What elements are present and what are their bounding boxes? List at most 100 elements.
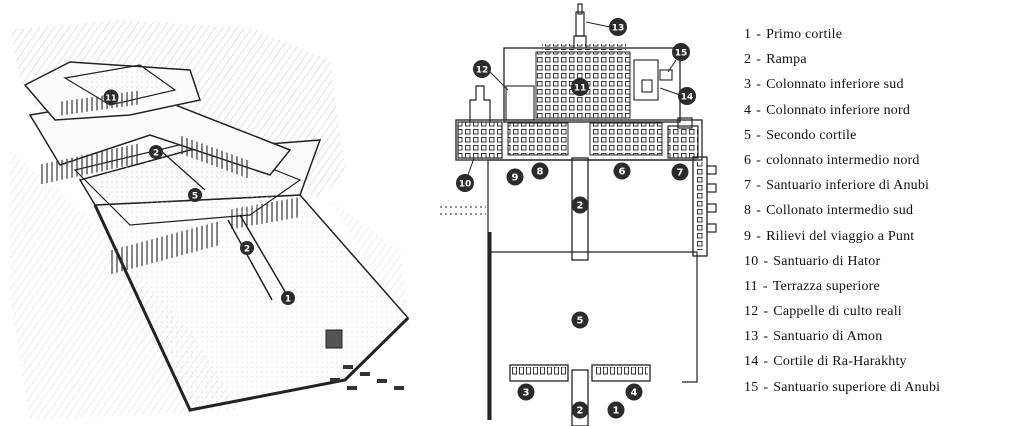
legend-number: 11 <box>744 278 758 294</box>
plan-badge-10: 10 <box>456 174 474 192</box>
plan-badge-4: 4 <box>625 383 643 401</box>
legend-separator: - <box>756 127 762 143</box>
legend-number: 3 <box>744 77 752 93</box>
first-court-wall <box>93 204 410 412</box>
plan-badge-7-label: 7 <box>677 168 684 179</box>
royal-chapels <box>505 85 535 121</box>
persp-badge-11: 11 <box>103 89 119 105</box>
hathor-shrine-plan <box>457 121 503 159</box>
legend-separator: - <box>763 304 769 320</box>
perspective-view: 1 2 2 5 11 <box>10 20 410 420</box>
legend-separator: - <box>756 203 762 219</box>
persp-badge-5-label: 5 <box>192 192 198 202</box>
middle-colonnade-right <box>180 135 250 179</box>
plan-badge-9: 9 <box>506 168 524 186</box>
plan-badge-12-label: 12 <box>476 66 489 76</box>
lower-colonnade-left <box>110 221 220 275</box>
plan-badge-9-label: 9 <box>512 173 519 184</box>
plan-badge-1-label: 1 <box>613 406 620 417</box>
plan-badge-15-label: 15 <box>675 49 688 59</box>
legend-separator: - <box>756 77 762 93</box>
plan-badge-12: 12 <box>473 60 491 78</box>
legend-number: 14 <box>744 354 759 370</box>
legend-number: 7 <box>744 178 752 194</box>
leader-10 <box>467 157 475 176</box>
plan-badge-14: 14 <box>678 87 696 105</box>
persp-badge-1-label: 1 <box>285 295 291 305</box>
legend-number: 1 <box>744 27 752 42</box>
upper-court <box>63 64 177 106</box>
legend-number: 10 <box>744 253 759 269</box>
ra-court <box>633 59 659 101</box>
plan-badge-11-label: 11 <box>574 84 587 94</box>
plan-badge-8-label: 8 <box>537 167 544 178</box>
plan-badge-4-label: 4 <box>631 388 638 399</box>
legend-item: 12-Cappelle di culto reali <box>744 299 1016 324</box>
hathor-chapel <box>469 85 491 122</box>
plan-badge-2-lower: 2 <box>571 401 589 419</box>
leader-13 <box>585 21 611 28</box>
upper-anubis <box>659 69 673 81</box>
legend-number: 8 <box>744 203 752 219</box>
legend-item: 14-Cortile di Ra-Harakhty <box>744 349 1016 374</box>
legend-separator: - <box>763 379 769 395</box>
lower-ramp <box>239 214 291 301</box>
plan-badge-14-label: 14 <box>681 93 694 103</box>
legend-label: Cortile di Ra-Harakhty <box>773 354 907 370</box>
plan-badge-15: 15 <box>672 43 690 61</box>
legend-separator: - <box>763 354 769 370</box>
legend-item: 9-Rilievi del viaggio a Punt <box>744 224 1016 249</box>
plan-badge-2-lower-label: 2 <box>577 406 584 417</box>
legend-label: Collonato intermedio sud <box>766 203 914 219</box>
legend-number: 15 <box>744 379 759 395</box>
legend-label: Secondo cortile <box>766 127 857 143</box>
legend-label: Colonnato inferiore sud <box>766 77 904 93</box>
middle-colonnade-north <box>589 122 663 156</box>
lower-colonnade-south <box>509 364 569 382</box>
legend-label: Rampa <box>766 52 807 68</box>
lower-ramp-edge <box>227 219 273 301</box>
persp-badge-2-lower-label: 2 <box>244 245 250 255</box>
middle-colonnade <box>40 143 140 185</box>
legend-label: Terrazza superiore <box>772 278 880 294</box>
legend-item: 7-Santuario inferiore di Anubi <box>744 173 1016 198</box>
legend-number: 13 <box>744 329 759 345</box>
entrance-gate <box>325 329 343 349</box>
legend-item: 1-Primo cortile <box>744 22 1016 47</box>
lower-colonnade-right <box>230 197 300 230</box>
legend-label: colonnato intermedio nord <box>766 152 920 168</box>
legend-label: Santuario di Hator <box>773 253 881 269</box>
leader-15 <box>667 59 677 73</box>
upper-ramp <box>159 149 206 191</box>
legend-number: 12 <box>744 304 759 320</box>
legend-number: 9 <box>744 228 752 244</box>
middle-terrace-plan <box>455 119 703 161</box>
first-court-outline <box>487 251 698 420</box>
niche-2 <box>706 183 717 193</box>
legend-separator: - <box>763 329 769 345</box>
persp-badge-1: 1 <box>281 291 295 305</box>
legend-separator: - <box>756 52 762 68</box>
legend-item: 15-Santuario superiore di Anubi <box>744 375 1016 400</box>
plan-badge-5: 5 <box>571 311 589 329</box>
legend-item: 13-Santuario di Amon <box>744 324 1016 349</box>
persp-badge-11-label: 11 <box>105 94 117 103</box>
plan-badge-13: 13 <box>609 18 627 36</box>
upper-colonnade <box>60 90 140 116</box>
niche-1 <box>706 165 717 175</box>
legend-separator: - <box>756 178 762 194</box>
plan-badge-11: 11 <box>571 78 589 96</box>
plan-badge-3-label: 3 <box>523 388 530 399</box>
legend-label: Cappelle di culto reali <box>773 304 902 320</box>
legend-item: 6-colonnato intermedio nord <box>744 148 1016 173</box>
persp-badge-2-upper-label: 2 <box>153 149 159 159</box>
persp-badge-5: 5 <box>188 188 202 202</box>
legend-number: 2 <box>744 52 752 68</box>
legend-label: Primo cortile <box>766 27 843 42</box>
legend-separator: - <box>763 253 769 269</box>
legend-item: 10-Santuario di Hator <box>744 249 1016 274</box>
leader-12 <box>489 71 509 91</box>
plan-badge-6-label: 6 <box>619 167 626 178</box>
legend: 1-Primo cortile 2-Rampa 3-Colonnato infe… <box>744 22 1016 400</box>
legend-separator: - <box>756 152 762 168</box>
